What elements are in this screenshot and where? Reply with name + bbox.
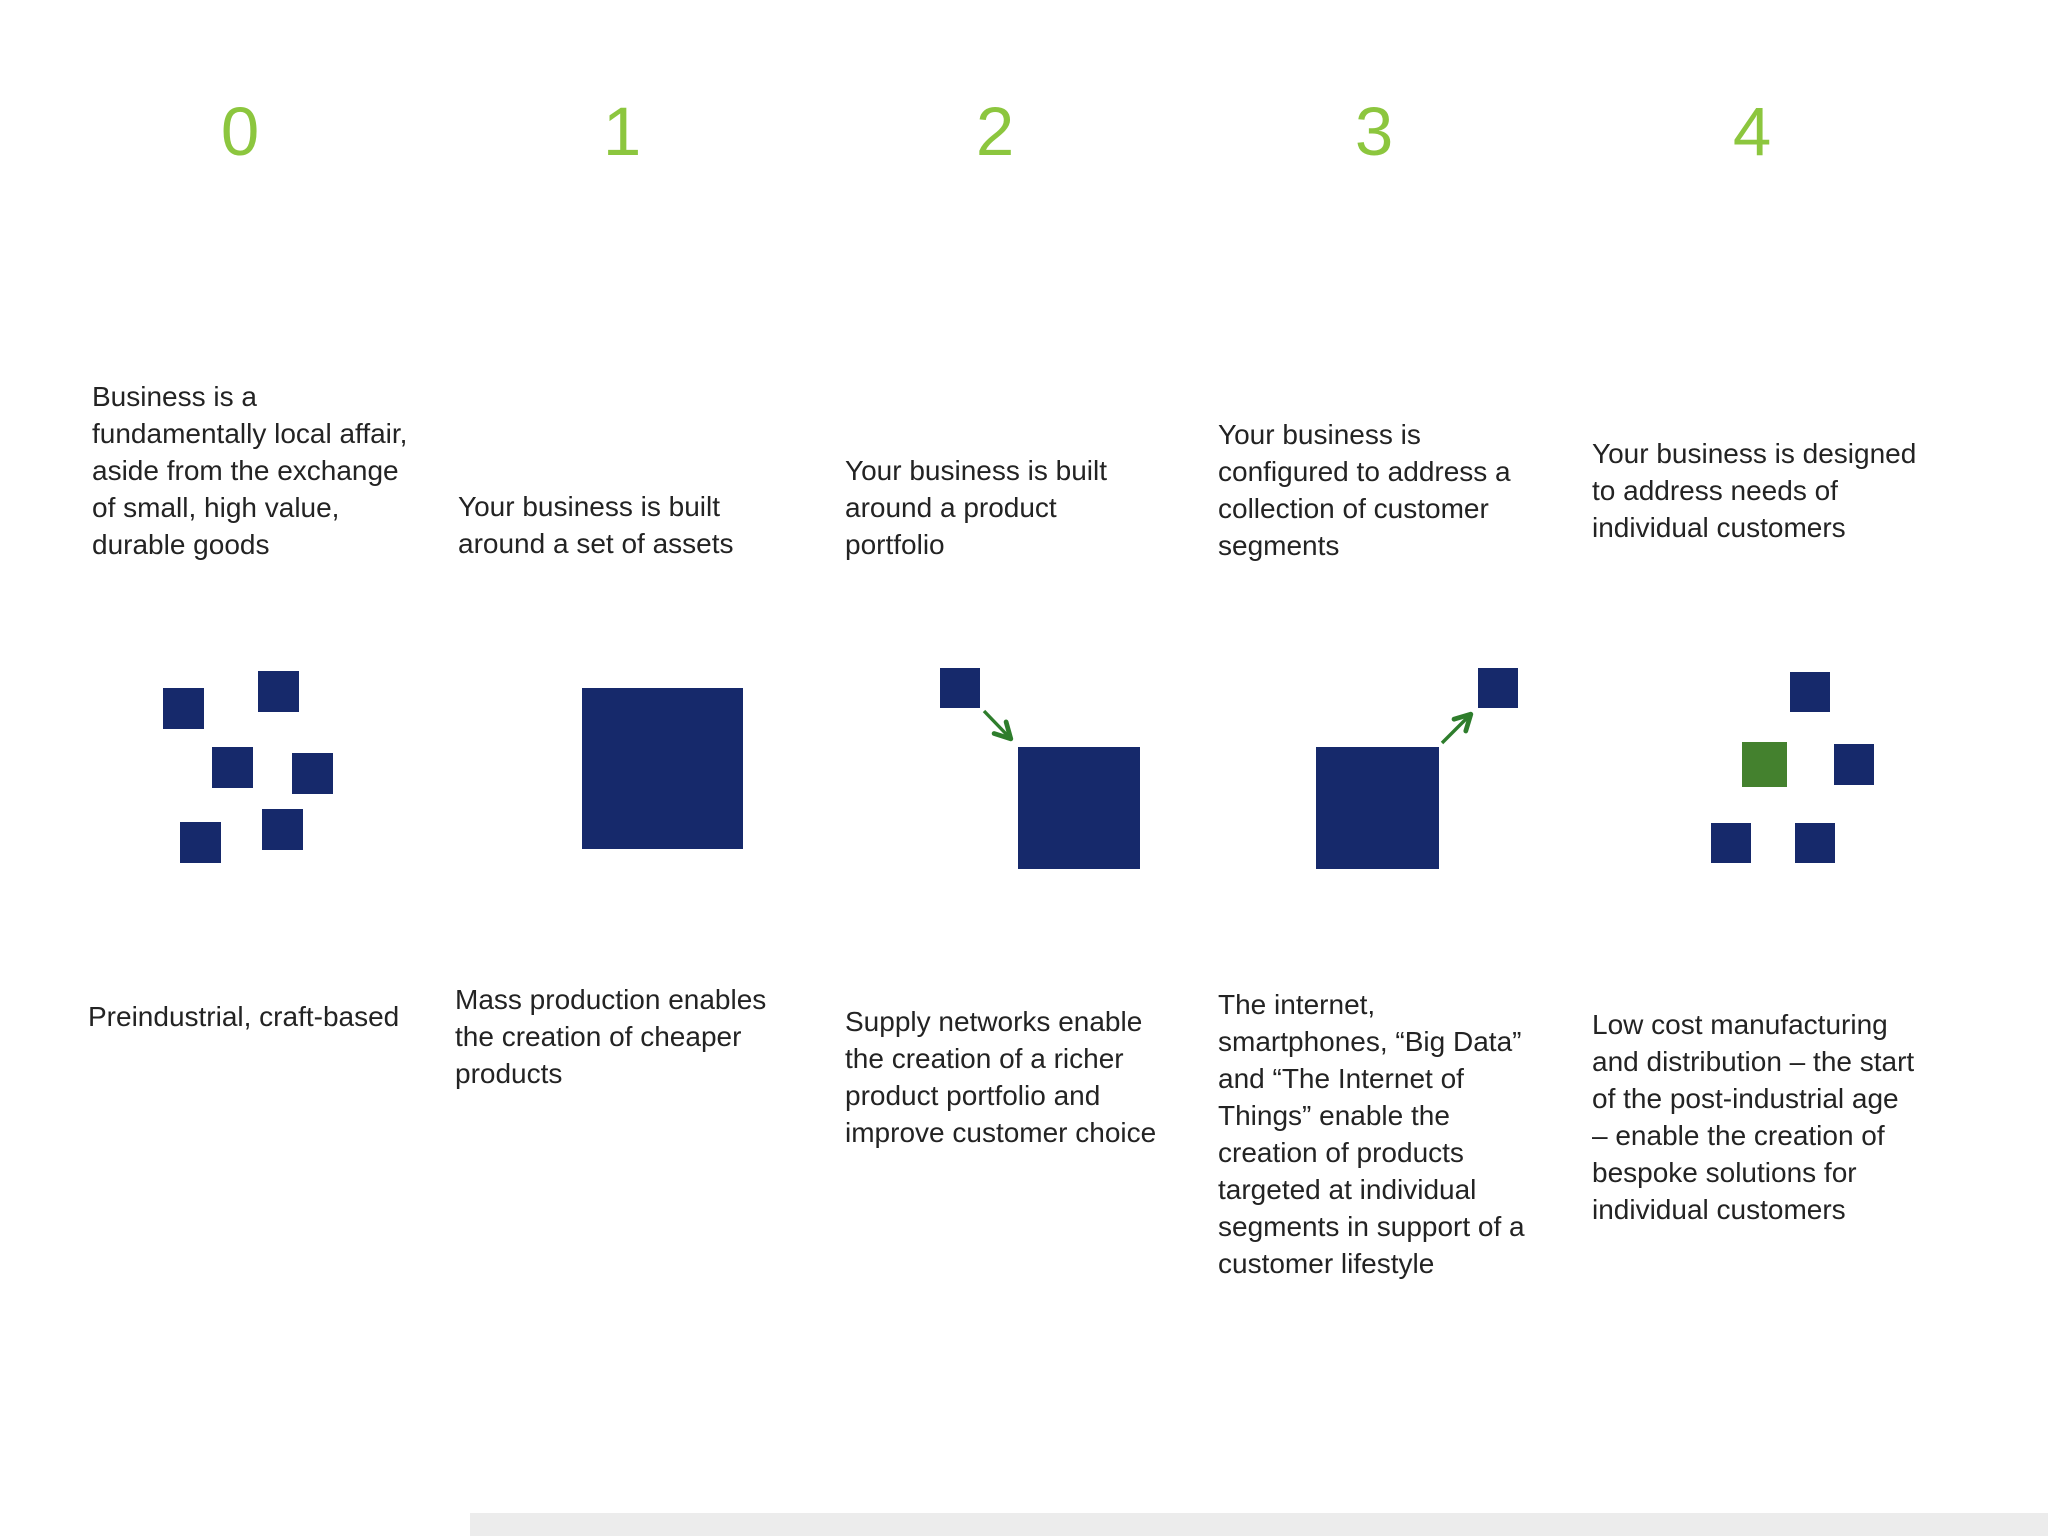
diagram-arrow: [1440, 711, 1474, 745]
stage-0-top-text: Business is a fundamentally local affair…: [92, 381, 408, 560]
stage-number-2: 2: [975, 93, 1015, 170]
stage-number-0: 0: [220, 93, 260, 170]
diagram-square-navy: [1478, 668, 1518, 708]
stage-number-4: 4: [1732, 93, 1772, 170]
diagram-square-navy: [258, 671, 299, 712]
stage-number-1: 1: [602, 93, 642, 170]
stage-3-bottom-text: The internet, smartphones, “Big Data” an…: [1218, 989, 1525, 1279]
stage-4-bottom-text: Low cost manufacturing and distribution …: [1592, 1009, 1915, 1225]
stage-4-top-text: Your business is designed to address nee…: [1592, 438, 1917, 543]
diagram-square-navy: [1795, 823, 1835, 863]
diagram-square-navy: [1790, 672, 1830, 712]
diagram-square-navy: [180, 822, 221, 863]
diagram-square-navy: [1018, 747, 1140, 869]
bottom-strip: [470, 1513, 2048, 1536]
stage-0-bottom-text: Preindustrial, craft-based: [88, 1001, 400, 1032]
diagram-square-navy: [292, 753, 333, 794]
stage-1-bottom-text: Mass production enables the creation of …: [455, 984, 767, 1089]
stage-number-3: 3: [1354, 93, 1394, 170]
diagram-square-navy: [582, 688, 743, 849]
stage-2-top-text: Your business is built around a product …: [845, 455, 1108, 560]
diagram-square-navy: [212, 747, 253, 788]
stage-2-bottom-text: Supply networks enable the creation of a…: [845, 1006, 1157, 1148]
diagram-square-navy: [1316, 747, 1439, 869]
diagram-square-navy: [1711, 823, 1751, 863]
diagram-square-navy: [940, 668, 980, 708]
diagram-square-navy: [262, 809, 303, 850]
diagram-arrow: [982, 709, 1014, 742]
stage-3-top-text: Your business is configured to address a…: [1218, 419, 1511, 561]
diagram-square-green: [1742, 742, 1787, 787]
diagram-square-navy: [1834, 744, 1874, 785]
diagram-square-navy: [163, 688, 204, 729]
stage-1-top-text: Your business is built around a set of a…: [458, 491, 734, 559]
